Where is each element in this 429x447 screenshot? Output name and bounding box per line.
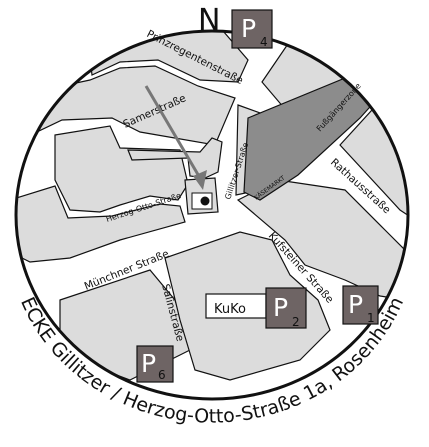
kuko-label: KuKo <box>214 302 246 317</box>
block-herzog-otto <box>54 125 189 213</box>
parking-p1-letter: P <box>348 290 363 319</box>
block-centre <box>127 137 223 179</box>
kuko-box: KuKo <box>205 293 267 319</box>
parking-p4-letter: P <box>241 14 256 43</box>
target-building-icon <box>191 192 213 210</box>
parking-p4-number: 4 <box>260 35 268 49</box>
block-north-west <box>87 31 249 83</box>
parking-p6: P 6 <box>136 345 174 383</box>
parking-p2: P 2 <box>265 287 307 329</box>
north-letter: N <box>198 3 220 38</box>
parking-p1: P 1 <box>342 285 379 325</box>
location-arrow <box>144 85 207 190</box>
parking-p2-number: 2 <box>292 315 300 329</box>
parking-p6-number: 6 <box>158 368 166 382</box>
parking-p6-letter: P <box>141 349 156 378</box>
parking-p2-letter: P <box>273 293 288 322</box>
parking-p1-number: 1 <box>367 311 375 325</box>
block-west-lower <box>16 185 186 263</box>
parking-p4: P 4 <box>231 9 273 49</box>
map-border <box>14 29 410 401</box>
